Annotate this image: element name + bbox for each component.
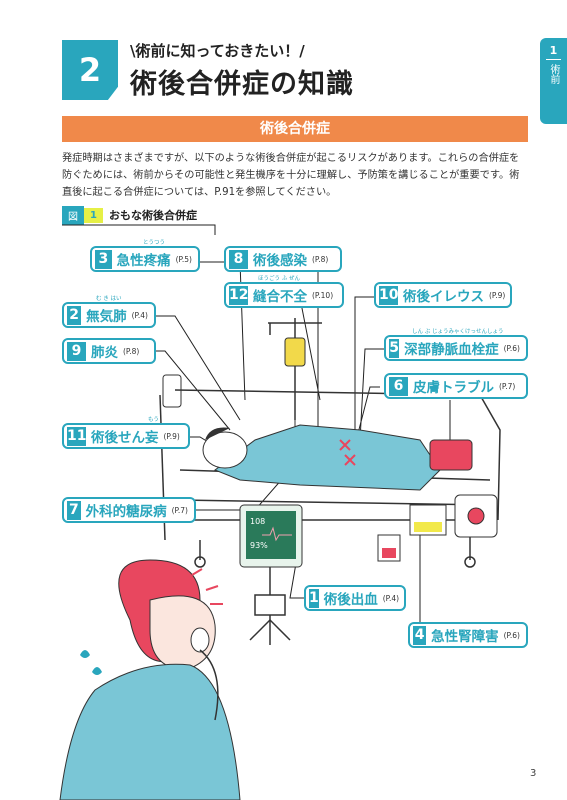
callout-acute-kidney-injury[interactable]: 4 急性腎障害 (P.6) <box>408 622 528 648</box>
callout-page: (P.6) <box>503 343 520 353</box>
callout-number: 1 <box>309 588 319 608</box>
callout-postop-bleeding[interactable]: 1 術後出血 (P.4) <box>304 585 406 611</box>
chapter-side-tab[interactable]: 1 術前 <box>540 38 567 124</box>
callout-label: 術後イレウス <box>403 289 484 305</box>
callout-label: 術後感染 <box>253 253 307 269</box>
patient-head <box>202 431 248 469</box>
callout-ruby: む き はい <box>96 296 122 302</box>
intro-paragraph: 発症時期はさまざまですが、以下のような術後合併症が起こるリスクがあります。これら… <box>62 153 520 198</box>
chapter-title: 術後合併症の知識 <box>130 69 354 100</box>
section-banner: 術後合併症 <box>62 116 528 142</box>
callout-dvt[interactable]: 5 深部静脈血栓症 (P.6) <box>384 335 528 361</box>
chapter-subtitle: \術前に知っておきたい！/ <box>130 42 305 60</box>
figure-number: 1 <box>84 207 103 223</box>
callout-number: 12 <box>229 285 249 305</box>
chapter-number-badge: 2 <box>62 40 118 100</box>
callout-number: 8 <box>229 249 248 269</box>
callout-label: 急性腎障害 <box>431 629 499 645</box>
callout-postop-ileus[interactable]: 10 術後イレウス (P.9) <box>374 282 512 308</box>
side-tab-number: 1 <box>546 44 561 60</box>
callout-number: 9 <box>67 341 86 361</box>
side-tab-label: 術前 <box>548 64 559 84</box>
figure-tag: 図 <box>62 205 84 225</box>
callout-label: 肺炎 <box>91 345 118 361</box>
callout-suture-failure[interactable]: 12 縫合不全 (P.10) <box>224 282 344 308</box>
monitor-hr: 108 <box>250 517 265 526</box>
callout-ruby: とうつう <box>143 240 166 246</box>
callout-page: (P.5) <box>175 254 192 264</box>
callout-page: (P.8) <box>312 254 329 264</box>
nurse-illustration <box>59 559 241 800</box>
figure-title: おもな術後合併症 <box>108 209 197 222</box>
callout-page: (P.4) <box>131 310 148 320</box>
callout-page: (P.9) <box>163 431 180 441</box>
callout-number: 7 <box>67 500 81 520</box>
callout-page: (P.9) <box>489 290 506 300</box>
callout-label: 術後出血 <box>323 592 378 608</box>
callout-number: 10 <box>379 285 399 305</box>
callout-page: (P.7) <box>171 505 188 515</box>
blanket <box>213 424 441 491</box>
callout-number: 4 <box>413 625 427 645</box>
callout-postop-delirium[interactable]: 11 術後せん妄 (P.9) <box>62 423 190 449</box>
callout-surgical-diabetes[interactable]: 7 外科的糖尿病 (P.7) <box>62 497 196 523</box>
callout-label: 外科的糖尿病 <box>85 504 167 520</box>
callout-ruby: もう <box>148 417 159 423</box>
callout-label: 皮膚トラブル <box>413 380 494 396</box>
callout-page: (P.10) <box>312 290 334 300</box>
foot-cushion <box>429 439 473 471</box>
callout-pneumonia[interactable]: 9 肺炎 (P.8) <box>62 338 156 364</box>
callout-number: 11 <box>67 426 87 446</box>
figure-caption: 図 1 おもな術後合併症 <box>62 205 197 225</box>
callout-page: (P.8) <box>123 346 140 356</box>
callout-ruby: しん ぶ じょうみゃくけっせんしょう <box>412 329 504 335</box>
callout-page: (P.7) <box>499 381 516 391</box>
iv-bag <box>284 337 306 367</box>
callout-ruby: ほうごう ふ ぜん <box>258 276 300 282</box>
callout-atelectasis[interactable]: 2 無気肺 (P.4) <box>62 302 156 328</box>
callout-number: 5 <box>389 338 400 358</box>
callout-label: 縫合不全 <box>253 289 307 305</box>
callout-page: (P.4) <box>382 593 400 603</box>
page-number: 3 <box>530 768 537 779</box>
callout-label: 術後せん妄 <box>91 430 159 446</box>
callout-acute-pain[interactable]: 3 急性疼痛 (P.5) <box>90 246 200 272</box>
callout-page: (P.6) <box>503 630 520 640</box>
callout-label: 無気肺 <box>86 309 127 325</box>
callout-number: 3 <box>95 249 112 269</box>
callout-label: 深部静脈血栓症 <box>404 342 499 358</box>
callout-number: 2 <box>67 305 82 325</box>
monitor-spo2: 93% <box>250 541 268 550</box>
callout-skin-trouble[interactable]: 6 皮膚トラブル (P.7) <box>384 373 528 399</box>
callout-postop-infection[interactable]: 8 術後感染 (P.8) <box>224 246 342 272</box>
callout-number: 6 <box>389 376 408 396</box>
callout-label: 急性疼痛 <box>116 253 171 269</box>
